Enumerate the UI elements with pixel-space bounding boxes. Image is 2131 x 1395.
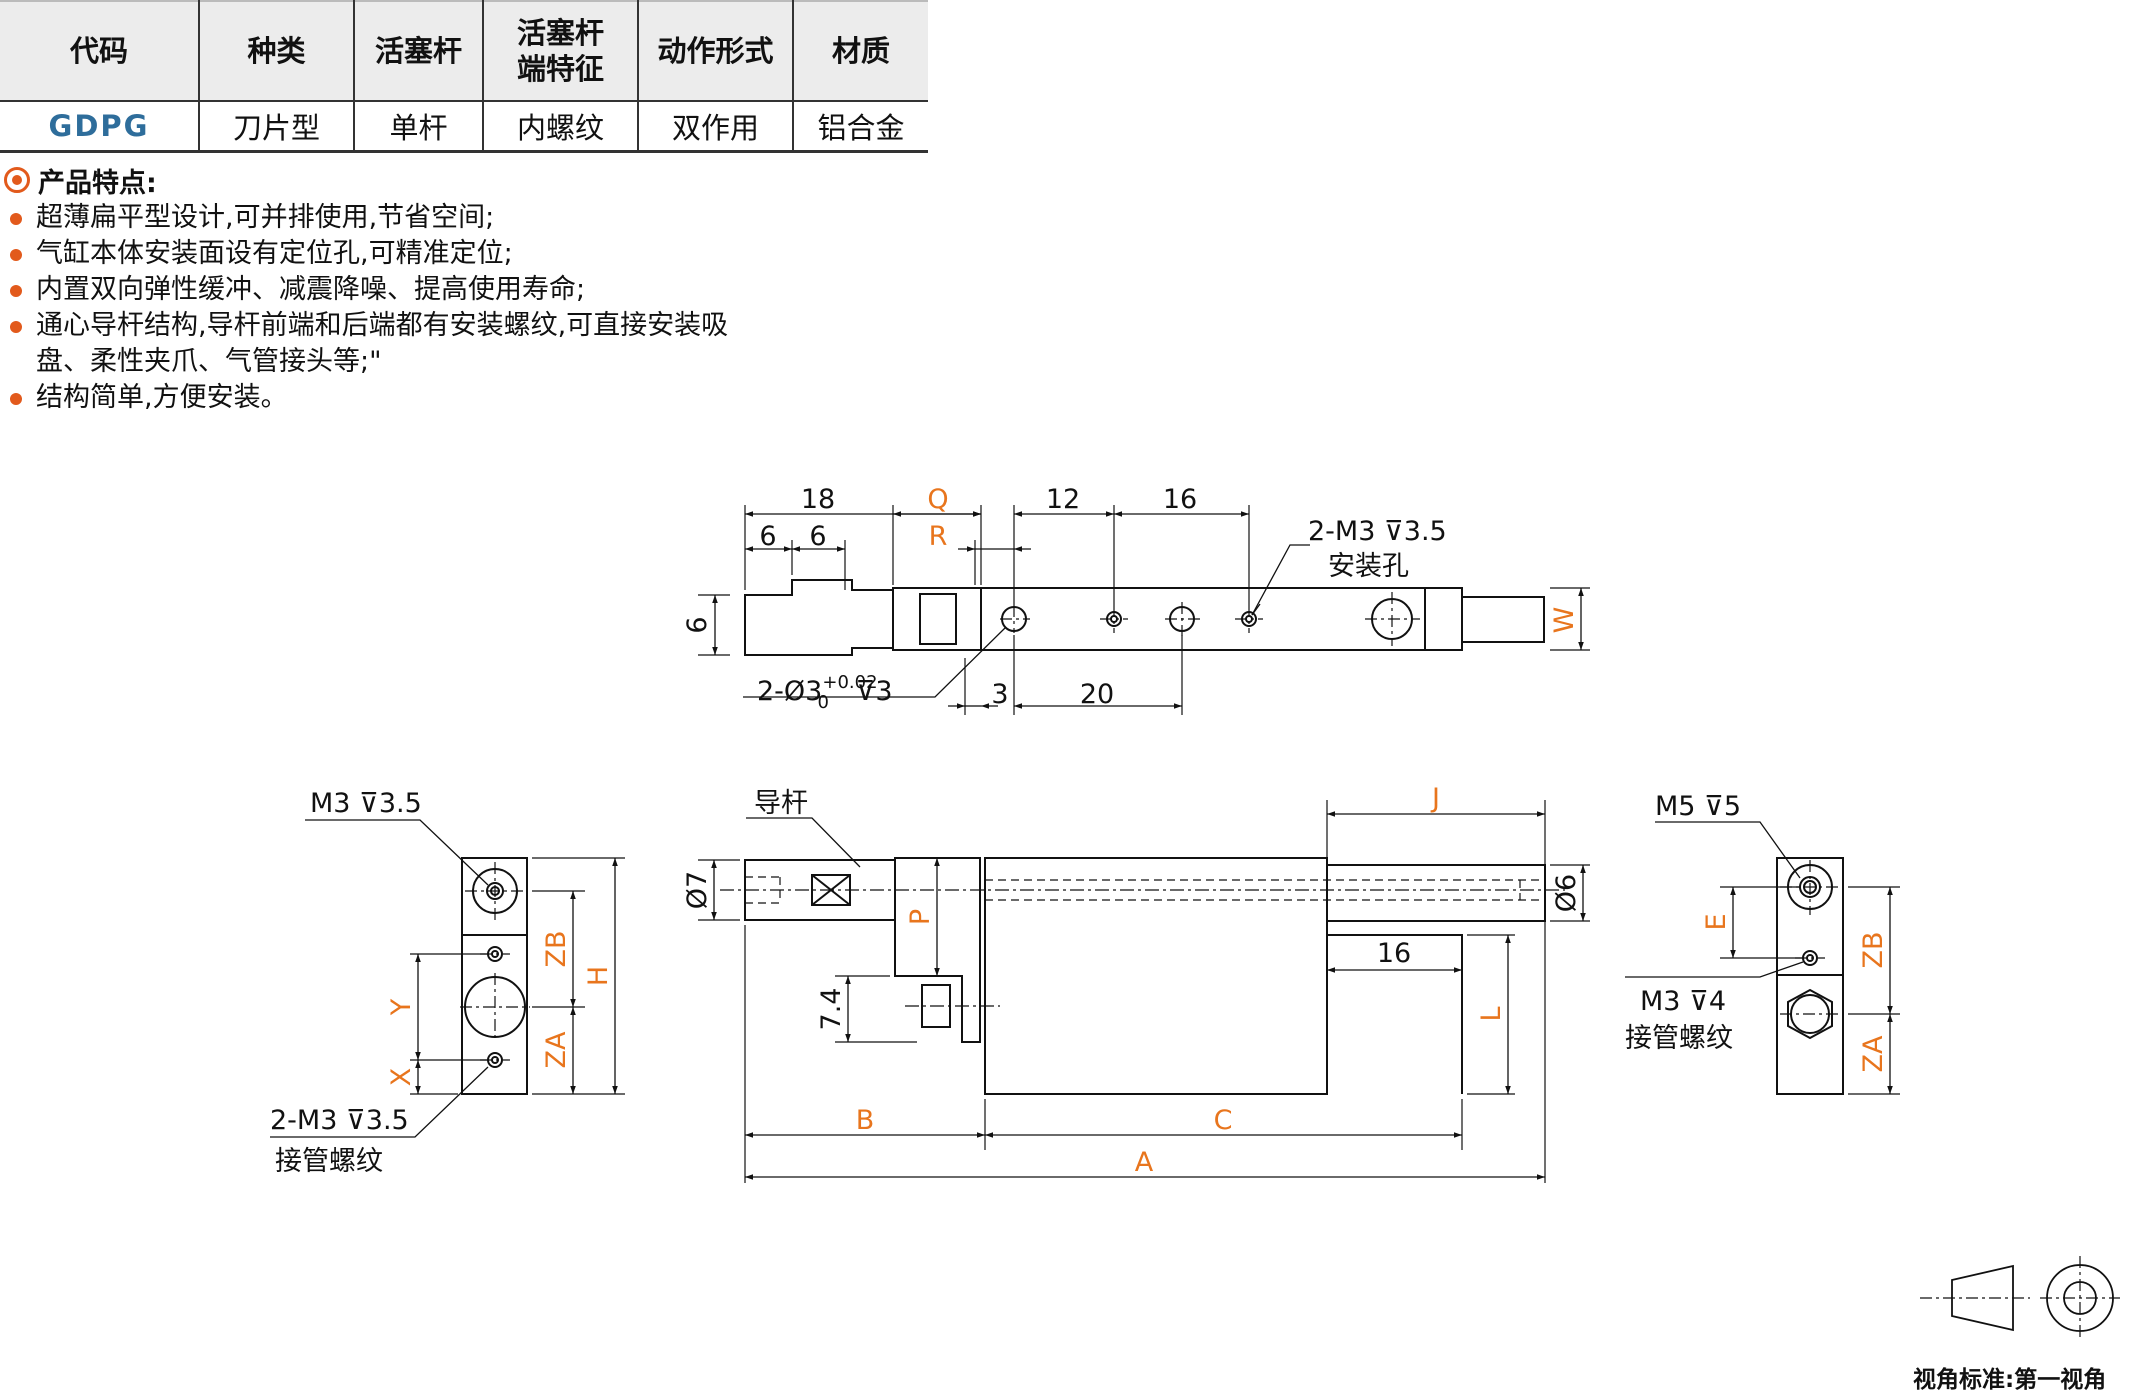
front-view-labels: 导杆 J Ø7 Ø6 P 16 L 7.4 B C A (682, 783, 1582, 1178)
bullet-icon (10, 285, 22, 297)
feature-text: 内置双向弹性缓冲、减震降噪、提高使用寿命; (36, 274, 586, 305)
right-side-labels: M5 ⊽5 E ZB M3 ⊽4 接管螺纹 ZA (1625, 791, 1889, 1072)
feature-item: 气缸本体安装面设有定位孔,可精准定位; (4, 236, 736, 272)
guide-rod-label: 导杆 (754, 788, 808, 819)
dim-j: J (1430, 783, 1440, 814)
dim-12: 12 (1046, 484, 1080, 515)
cell-type: 刀片型 (199, 101, 355, 153)
dim-p: P (905, 909, 936, 925)
dim-w: W (1549, 607, 1580, 634)
dim-za-left: ZA (541, 1031, 572, 1068)
header-rod: 活塞杆 (354, 0, 484, 102)
features-title-text: 产品特点: (38, 167, 157, 199)
features-section: 产品特点: 超薄扁平型设计,可并排使用,节省空间; 气缸本体安装面设有定位孔,可… (4, 160, 736, 416)
dim-zb-right: ZB (1858, 931, 1889, 968)
right-side-view (1625, 821, 1900, 1095)
header-action: 动作形式 (638, 0, 794, 102)
cell-rod: 单杆 (354, 101, 484, 153)
target-icon (4, 167, 30, 193)
left-side-view (270, 819, 625, 1138)
dim-q: Q (927, 484, 948, 515)
header-material: 材质 (793, 0, 928, 102)
dim-18: 18 (801, 484, 835, 515)
right-thread-label: M5 ⊽5 (1655, 791, 1741, 822)
mount-hole-name: 安装孔 (1328, 551, 1409, 582)
feature-text: 通心导杆结构,导杆前端和后端都有安装螺纹,可直接安装吸盘、柔性夹爪、气管接头等;… (36, 310, 729, 377)
top-view (698, 505, 1590, 715)
mount-hole-label: 2-M3 ⊽3.5 (1308, 516, 1447, 547)
projection-symbol (1920, 1256, 2120, 1340)
dim-r: R (929, 521, 948, 552)
cell-material: 铝合金 (793, 101, 928, 153)
dim-16-front: 16 (1377, 938, 1411, 969)
dim-x: X (386, 1068, 417, 1087)
dim-7-4: 7.4 (816, 988, 847, 1031)
bullet-icon (10, 393, 22, 405)
projection-standard: 视角标准:第一视角 (1913, 1360, 2106, 1394)
left-port-name: 接管螺纹 (275, 1146, 383, 1177)
dim-e: E (1701, 913, 1732, 930)
dim-3: 3 (991, 679, 1008, 710)
dim-6a: 6 (759, 521, 776, 552)
feature-text: 超薄扁平型设计,可并排使用,节省空间; (36, 202, 495, 233)
dim-16: 16 (1163, 484, 1197, 515)
cell-code: GDPG (0, 101, 200, 153)
dim-6b: 6 (809, 521, 826, 552)
dim-6-vertical: 6 (682, 616, 713, 633)
left-side-labels: M3 ⊽3.5 ZB H Y ZA X 2-M3 ⊽3.5 接管螺纹 (270, 788, 614, 1177)
feature-text: 结构简单,方便安装。 (36, 382, 288, 413)
projection-value: 第一视角 (2014, 1367, 2107, 1393)
feature-item: 结构简单,方便安装。 (4, 380, 736, 416)
feature-text: 气缸本体安装面设有定位孔,可精准定位; (36, 238, 513, 269)
dim-zb-left: ZB (541, 930, 572, 967)
bullet-icon (10, 249, 22, 261)
header-rod-end: 活塞杆 端特征 (483, 0, 639, 102)
feature-item: 内置双向弹性缓冲、减震降噪、提高使用寿命; (4, 272, 736, 308)
feature-item: 通心导杆结构,导杆前端和后端都有安装螺纹,可直接安装吸盘、柔性夹爪、气管接头等;… (4, 308, 736, 380)
left-thread-label: M3 ⊽3.5 (310, 788, 422, 819)
left-port-label: 2-M3 ⊽3.5 (270, 1105, 409, 1136)
dim-20: 20 (1080, 679, 1114, 710)
spec-data-row: GDPG 刀片型 单杆 内螺纹 双作用 铝合金 (0, 101, 928, 153)
right-port-label: M3 ⊽4 (1640, 986, 1726, 1017)
dim-a: A (1135, 1147, 1154, 1178)
cell-rod-end: 内螺纹 (483, 101, 639, 153)
top-view-labels: 18 6 6 Q R 12 16 2-M3 ⊽3.5 安装孔 6 W 2-Ø3+… (682, 484, 1580, 713)
features-list: 超薄扁平型设计,可并排使用,节省空间; 气缸本体安装面设有定位孔,可精准定位; … (4, 200, 736, 416)
spec-table: 代码 种类 活塞杆 活塞杆 端特征 动作形式 材质 GDPG 刀片型 单杆 内螺… (0, 0, 928, 153)
front-view (698, 800, 1590, 1183)
dim-za-right: ZA (1858, 1035, 1889, 1072)
dim-d6: Ø6 (1551, 874, 1582, 912)
dim-c: C (1214, 1105, 1233, 1136)
bullet-icon (10, 213, 22, 225)
dim-h: H (583, 966, 614, 986)
dim-l: L (1476, 1006, 1507, 1021)
bullet-icon (10, 321, 22, 333)
dim-b: B (856, 1105, 875, 1136)
feature-item: 超薄扁平型设计,可并排使用,节省空间; (4, 200, 736, 236)
right-port-name: 接管螺纹 (1625, 1023, 1733, 1054)
cell-action: 双作用 (638, 101, 794, 153)
dim-y: Y (386, 998, 417, 1016)
dim-d7: Ø7 (682, 871, 713, 909)
spec-header-row: 代码 种类 活塞杆 活塞杆 端特征 动作形式 材质 (0, 0, 928, 102)
header-code: 代码 (0, 0, 200, 102)
header-type: 种类 (199, 0, 355, 102)
projection-label: 视角标准: (1913, 1367, 2015, 1393)
features-title: 产品特点: (4, 160, 736, 200)
